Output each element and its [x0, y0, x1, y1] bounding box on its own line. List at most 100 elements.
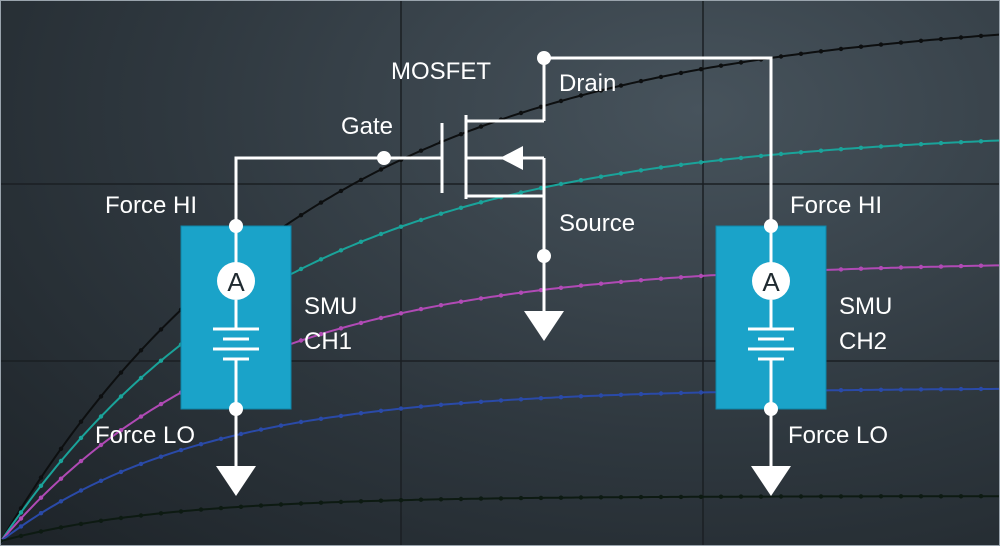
curve-black-marker [598, 88, 604, 93]
curve-black-marker [98, 394, 104, 399]
gate-label: Gate [341, 113, 393, 140]
curve-black-marker [338, 188, 344, 194]
curve-teal-marker [778, 151, 784, 157]
curve-blue-marker [198, 442, 204, 447]
curve-darkgreen-marker [438, 497, 444, 502]
smu-ch2-force-hi-dot [764, 219, 778, 233]
mosfet-symbol [384, 58, 564, 341]
curve-darkgreen-marker [858, 494, 864, 499]
curve-blue-marker [18, 524, 24, 529]
curve-black-marker [298, 213, 304, 218]
curve-magenta-marker [838, 267, 844, 272]
curve-teal-marker [638, 168, 644, 173]
curve-black-marker [798, 51, 804, 56]
curve-blue-marker [378, 408, 384, 413]
curve-magenta-marker [58, 476, 64, 481]
curve-magenta-marker [638, 278, 644, 283]
curve-teal-marker [858, 145, 864, 150]
curve-darkgreen-marker [898, 494, 904, 499]
curve-darkgreen-marker [158, 511, 164, 516]
curve-darkgreen-marker [38, 529, 44, 534]
source-ground-icon [524, 311, 564, 341]
curve-darkgreen-marker [98, 518, 104, 523]
curve-teal-marker [678, 162, 684, 167]
diagram-labels: MOSFET Drain Gate Source Force HI Force … [95, 58, 892, 449]
curve-blue-marker [838, 388, 844, 393]
curve-darkgreen-marker [698, 494, 704, 499]
curve-blue-marker [638, 391, 644, 397]
curve-darkgreen-marker [178, 509, 184, 514]
smu-ch2-ground-icon [751, 466, 791, 496]
curve-darkgreen-marker [238, 504, 244, 509]
curve-black-marker [718, 63, 724, 68]
curve-magenta-marker [18, 516, 24, 521]
smu-ch2: A [715, 225, 827, 496]
curve-black-marker [458, 132, 464, 137]
curve-teal-marker [358, 239, 364, 244]
curve-magenta-marker [438, 303, 444, 308]
curve-blue-marker [318, 416, 324, 421]
curve-teal-marker [38, 483, 44, 488]
curve-black-marker [978, 33, 984, 39]
curve-teal-marker [318, 257, 324, 262]
curve-teal-marker [298, 266, 304, 272]
curve-darkgreen-marker [398, 498, 404, 503]
smu-ch1-label-line2: CH1 [304, 328, 352, 355]
curve-black-marker [658, 74, 664, 80]
gate-wire [234, 156, 384, 226]
gate-terminal-dot [377, 151, 391, 165]
curve-black-marker [958, 35, 964, 40]
curve-magenta-marker [698, 273, 704, 279]
curve-magenta-marker [678, 275, 684, 280]
curve-blue-marker [518, 397, 524, 402]
curve-darkgreen-marker [298, 501, 304, 506]
curve-black-marker [698, 67, 704, 72]
curve-magenta-marker [498, 293, 504, 298]
curve-black-marker [838, 46, 844, 52]
curve-darkgreen-marker [518, 495, 524, 501]
curve-black-marker [678, 70, 684, 76]
curve-magenta-marker [898, 265, 904, 270]
curve-magenta-marker [338, 326, 344, 331]
curve-teal-marker [98, 414, 104, 419]
curve-blue-marker [298, 419, 304, 425]
curve-darkgreen-marker [1, 538, 4, 544]
curve-blue-marker [78, 488, 84, 493]
body-arrow [500, 146, 523, 170]
curve-magenta-marker [858, 266, 864, 271]
curve-magenta-marker [38, 495, 44, 500]
curve-black-marker [478, 124, 484, 129]
curve-darkgreen-marker [778, 494, 784, 499]
curve-darkgreen-marker [958, 494, 964, 499]
curve-magenta-marker [398, 311, 404, 316]
curve-black-marker [738, 60, 744, 65]
curve-black-marker [138, 348, 144, 353]
curve-magenta-marker [598, 281, 604, 286]
curve-darkgreen-marker [358, 499, 364, 504]
smu-ch1: A [180, 225, 292, 496]
curve-teal-marker [578, 178, 584, 183]
curve-darkgreen-marker [118, 515, 124, 521]
curve-blue-marker [218, 436, 224, 441]
curve-darkgreen-marker [678, 494, 684, 500]
curve-blue-marker [618, 392, 624, 397]
curve-black-marker [378, 167, 384, 172]
curve-blue-marker [458, 401, 464, 406]
curve-darkgreen-marker [558, 495, 564, 500]
curve-darkgreen-marker [138, 513, 144, 518]
curve-darkgreen-marker [658, 494, 664, 500]
curve-black-marker [998, 33, 999, 36]
curve-darkgreen-marker [998, 495, 999, 498]
curve-black-marker [538, 104, 544, 110]
curve-black-marker [78, 419, 84, 424]
curve-teal-marker [878, 144, 884, 149]
curve-black-marker [358, 177, 364, 183]
curve-blue-marker [418, 404, 424, 409]
curve-darkgreen [1, 495, 999, 542]
curve-magenta-marker [658, 276, 664, 281]
curve-black-marker [38, 475, 44, 480]
curve-teal-marker [378, 231, 384, 237]
curve-blue-marker [698, 390, 704, 395]
smu-ch1-force-hi-dot [229, 219, 243, 233]
